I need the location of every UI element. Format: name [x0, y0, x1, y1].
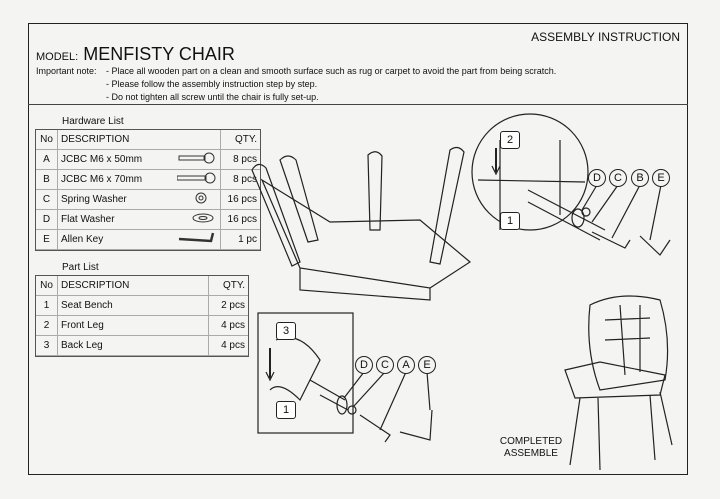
- part-list-caption: Part List: [62, 262, 99, 273]
- col-qty: QTY.: [220, 130, 260, 150]
- hardware-exploded-top: [571, 184, 671, 256]
- bolt-icon: [174, 169, 221, 190]
- hardware-exploded-bottom: [336, 371, 433, 443]
- completed-chair-drawing: [564, 295, 673, 471]
- bolt-icon: [174, 149, 221, 170]
- part-callout: E: [418, 356, 436, 374]
- part-callout: D: [588, 169, 606, 187]
- step-label: 1: [500, 212, 520, 230]
- detail-circle-top: [471, 113, 606, 241]
- part-callout: D: [355, 356, 373, 374]
- instruction-frame: [28, 23, 688, 475]
- note-item: - Do not tighten all screw until the cha…: [106, 92, 319, 102]
- part-callout: E: [652, 169, 670, 187]
- part-callout: C: [609, 169, 627, 187]
- flat-washer-icon: [174, 209, 221, 230]
- part-callout: B: [631, 169, 649, 187]
- model-line: MODEL: MENFISTY CHAIR: [36, 44, 235, 65]
- notes-list: - Place all wooden part on a clean and s…: [106, 65, 556, 104]
- col-description: DESCRIPTION: [57, 130, 174, 150]
- part-callout: C: [376, 356, 394, 374]
- hardware-list-caption: Hardware List: [62, 116, 124, 127]
- col-no: No: [36, 130, 58, 150]
- header-divider: [28, 104, 688, 105]
- model-label: MODEL:: [36, 51, 79, 63]
- note-item: - Place all wooden part on a clean and s…: [106, 66, 557, 76]
- model-name: MENFISTY CHAIR: [83, 44, 235, 64]
- note-label: Important note:: [36, 66, 97, 76]
- note-item: - Please follow the assembly instruction…: [106, 79, 318, 89]
- allen-key-icon: [174, 229, 221, 250]
- step-label: 1: [276, 401, 296, 419]
- upside-down-seat-drawing: [251, 146, 472, 301]
- document-title: ASSEMBLY INSTRUCTION: [531, 30, 680, 44]
- step-label: 2: [500, 131, 520, 149]
- spring-washer-icon: [174, 189, 221, 210]
- detail-box-bottom: [257, 312, 354, 434]
- step-label: 3: [276, 322, 296, 340]
- part-callout: A: [397, 356, 415, 374]
